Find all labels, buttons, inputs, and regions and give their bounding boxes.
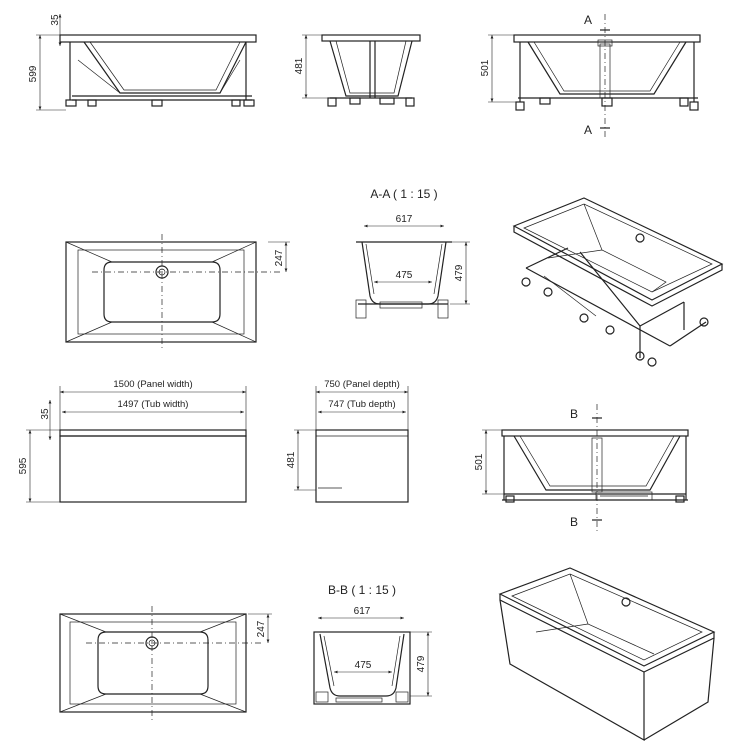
- cut-label-a-top: A: [584, 13, 592, 27]
- isometric-panel-view: [498, 567, 716, 742]
- cut-label-b-bottom: B: [570, 515, 578, 529]
- dim-rim: 35: [50, 14, 61, 26]
- dim-tub-depth: 747 (Tub depth): [328, 399, 395, 410]
- elevation-mid-right: B B 501: [474, 404, 689, 532]
- cut-label-a-bottom: A: [584, 123, 592, 137]
- elevation-top-mid: 481: [294, 34, 421, 107]
- dim-height: 479: [454, 264, 465, 281]
- dim-height: 599: [28, 65, 39, 82]
- elevation-top-right: A A 501: [480, 13, 701, 140]
- dim-offset: 247: [274, 249, 285, 266]
- dim-height: 479: [416, 655, 427, 672]
- dim-top: 617: [396, 214, 413, 225]
- dim-height: 501: [480, 59, 491, 76]
- section-title: B-B ( 1 : 15 ): [328, 583, 396, 597]
- cut-label-b-top: B: [570, 407, 578, 421]
- dim-tub-width: 1497 (Tub width): [118, 399, 189, 410]
- dim-rim: 35: [40, 408, 51, 420]
- dim-panel-width: 1500 (Panel width): [113, 379, 192, 390]
- section-title: A-A ( 1 : 15 ): [370, 187, 437, 201]
- section-a-a: A-A ( 1 : 15 ) 617 475 479: [355, 187, 470, 319]
- dim-height: 501: [474, 453, 485, 470]
- dim-height: 481: [294, 57, 305, 74]
- elevation-top-left: 599 35: [28, 14, 257, 111]
- dim-offset: 247: [256, 620, 267, 637]
- dim-top: 617: [354, 606, 371, 617]
- dim-height: 481: [286, 451, 297, 468]
- dim-bottom: 475: [396, 270, 413, 281]
- plan-view-upper: 247: [65, 234, 290, 350]
- panel-front-view: 1500 (Panel width) 1497 (Tub width) 595 …: [18, 379, 247, 503]
- section-b-b: B-B ( 1 : 15 ) 617 475 479: [313, 583, 432, 705]
- isometric-frame-view: [512, 197, 724, 367]
- plan-view-lower: 247: [59, 606, 272, 722]
- dim-panel-depth: 750 (Panel depth): [324, 379, 400, 390]
- panel-side-view: 750 (Panel depth) 747 (Tub depth) 481: [286, 379, 409, 503]
- dim-bottom: 475: [355, 660, 372, 671]
- dim-height: 595: [18, 457, 29, 474]
